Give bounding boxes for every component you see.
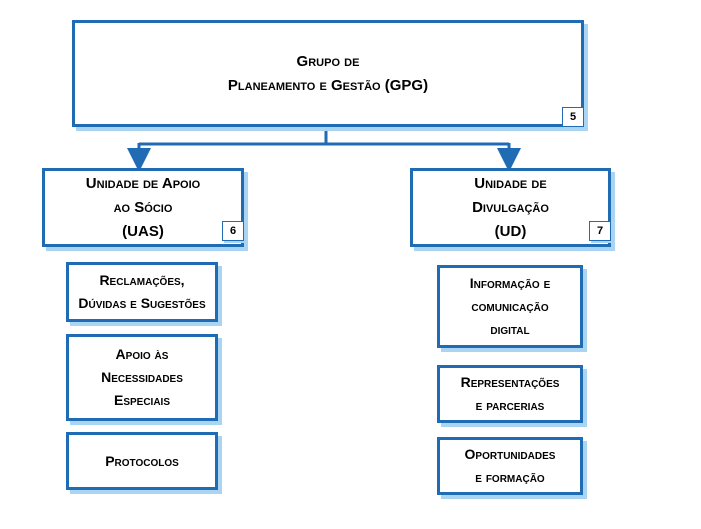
uas-title-line1: Unidade de Apoio bbox=[85, 174, 201, 192]
uas-number-badge: 6 bbox=[222, 221, 244, 241]
uas-box: Unidade de Apoio ao Sócio (UAS) 6 bbox=[42, 168, 244, 247]
item-line: Representações bbox=[460, 374, 560, 390]
gpg-title-line1: Grupo de bbox=[296, 52, 360, 70]
item-line: e formação bbox=[475, 469, 545, 485]
item-line: e parcerias bbox=[475, 397, 545, 413]
uas-item-complaints: Reclamações, Dúvidas e Sugestões bbox=[66, 262, 218, 322]
uas-item-protocols: Protocolos bbox=[66, 432, 218, 490]
item-line: Oportunidades bbox=[464, 446, 556, 462]
item-line: Especiais bbox=[113, 392, 171, 408]
ud-title-line2: Divulgação bbox=[472, 198, 549, 216]
uas-title-line2: ao Sócio bbox=[113, 198, 173, 216]
item-line: Necessidades bbox=[101, 369, 183, 385]
item-line: digital bbox=[490, 321, 530, 337]
gpg-box: Grupo de Planeamento e Gestão (GPG) 5 bbox=[72, 20, 584, 127]
ud-box: Unidade de Divulgação (UD) 7 bbox=[410, 168, 611, 247]
ud-item-partnerships: Representações e parcerias bbox=[437, 365, 583, 423]
gpg-number-badge: 5 bbox=[562, 107, 584, 127]
uas-item-special-needs: Apoio às Necessidades Especiais bbox=[66, 334, 218, 421]
gpg-title-line2: Planeamento e Gestão (GPG) bbox=[227, 76, 429, 94]
item-line: Protocolos bbox=[105, 452, 179, 469]
uas-title-line3: (UAS) bbox=[122, 222, 164, 240]
ud-item-digital-communication: Informação e comunicação digital bbox=[437, 265, 583, 348]
item-line: Apoio às bbox=[115, 346, 169, 362]
item-line: Informação e bbox=[469, 275, 551, 291]
item-line: Dúvidas e Sugestões bbox=[78, 295, 206, 311]
ud-title-line1: Unidade de bbox=[474, 174, 547, 192]
item-line: comunicação bbox=[471, 298, 549, 314]
ud-number-badge: 7 bbox=[589, 221, 611, 241]
item-line: Reclamações, bbox=[99, 272, 185, 288]
ud-title-line3: (UD) bbox=[494, 222, 527, 240]
ud-item-opportunities: Oportunidades e formação bbox=[437, 437, 583, 495]
